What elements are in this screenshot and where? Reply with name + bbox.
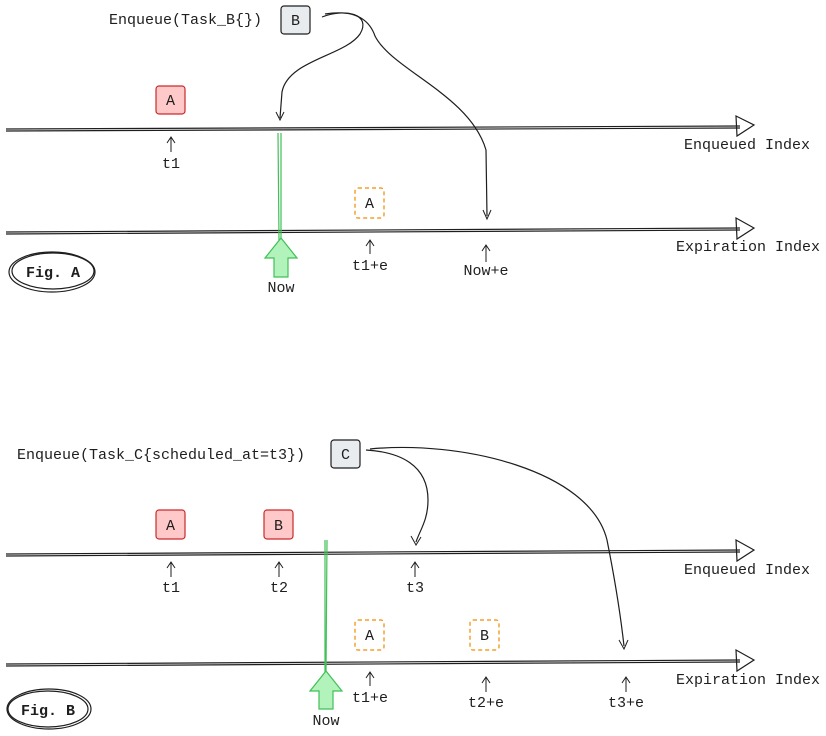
fig-b-t2-label: t2 [270, 580, 288, 597]
fig-a-arrow-to-now-e [324, 12, 488, 217]
fig-a-expiration-axis-label: Expiration Index [676, 239, 820, 256]
fig-b-enqueued-task-a-box [155, 509, 186, 540]
fig-b-expiration-task-a-label: A [365, 628, 374, 645]
fig-b-arrow-to-t3-head [410, 535, 422, 546]
fig-b-enqueued-task-a-label: A [166, 518, 175, 535]
fig-b-expiration-task-b-box [469, 619, 500, 651]
fig-b-t1e-label: t1+e [352, 690, 388, 707]
fig-a-incoming-box-label: B [291, 13, 300, 30]
fig-a: Enqueue(Task_B{}) B Enqueued Index A t1 … [5, 5, 820, 297]
fig-b-enqueued-task-b-box [263, 509, 294, 540]
fig-b-arrow-to-t3 [365, 449, 429, 543]
fig-a-now-label: Now [267, 280, 294, 297]
fig-a-enqueued-task-label: A [166, 93, 175, 110]
fig-b-t2-tick-arrow [274, 561, 284, 577]
fig-b-t1-label: t1 [162, 580, 180, 597]
fig-a-now-arrow [263, 237, 299, 278]
fig-a-t1-label: t1 [162, 156, 180, 173]
fig-b: Enqueue(Task_C{scheduled_at=t3}) C Enque… [5, 439, 820, 730]
fig-b-expiration-task-a-box [354, 619, 385, 651]
fig-a-expiration-axis [5, 216, 756, 241]
fig-b-t3-tick-arrow [410, 561, 420, 577]
fig-b-enqueued-axis-label: Enqueued Index [684, 562, 810, 579]
fig-b-label-ellipse [6, 688, 92, 730]
fig-b-now-line [324, 539, 328, 673]
fig-a-arrow-to-now-head [275, 111, 285, 122]
fig-b-enqueued-task-b-label: B [274, 518, 283, 535]
fig-a-enqueued-axis-label: Enqueued Index [684, 137, 810, 154]
fig-b-t3e-label: t3+e [608, 695, 644, 712]
fig-a-t1-tick-arrow [166, 136, 176, 152]
fig-b-t2e-tick-arrow [481, 676, 491, 692]
fig-a-enqueued-task-box [155, 85, 186, 115]
fig-a-now-e-label: Now+e [463, 263, 508, 280]
fig-a-expiration-task-label: A [365, 196, 374, 213]
fig-b-incoming-box [330, 439, 361, 469]
fig-b-now-arrow [308, 670, 344, 710]
fig-a-now-line [277, 132, 282, 241]
fig-b-expiration-axis-label: Expiration Index [676, 672, 820, 689]
fig-b-t3-label: t3 [406, 580, 424, 597]
fig-a-arrow-to-now-e-head [482, 209, 492, 221]
fig-a-label-ellipse [8, 251, 96, 293]
fig-a-incoming-box [280, 5, 311, 35]
fig-b-t1e-tick-arrow [365, 671, 375, 686]
fig-a-now-e-tick-arrow [481, 244, 491, 262]
fig-b-enqueue-label: Enqueue(Task_C{scheduled_at=t3}) [17, 447, 305, 464]
fig-b-t2e-label: t2+e [468, 695, 504, 712]
fig-b-t3e-tick-arrow [621, 676, 631, 692]
fig-b-label: Fig. B [21, 703, 75, 720]
fig-b-t1-tick-arrow [166, 561, 176, 577]
fig-a-t1e-tick-arrow [365, 239, 375, 254]
fig-a-enqueued-axis [5, 115, 756, 138]
fig-a-label: Fig. A [26, 265, 80, 282]
fig-b-expiration-axis [5, 648, 756, 673]
fig-a-t1e-label: t1+e [352, 258, 388, 275]
fig-a-expiration-task-box [354, 187, 385, 219]
fig-a-enqueue-label: Enqueue(Task_B{}) [109, 12, 262, 29]
fig-b-expiration-task-b-label: B [480, 628, 489, 645]
fig-b-incoming-box-label: C [341, 447, 350, 464]
fig-b-arrow-to-t3e-head [618, 639, 629, 651]
fig-b-arrow-to-t3e [369, 446, 625, 647]
fig-b-now-label: Now [312, 713, 339, 730]
fig-b-enqueued-axis [5, 538, 756, 563]
